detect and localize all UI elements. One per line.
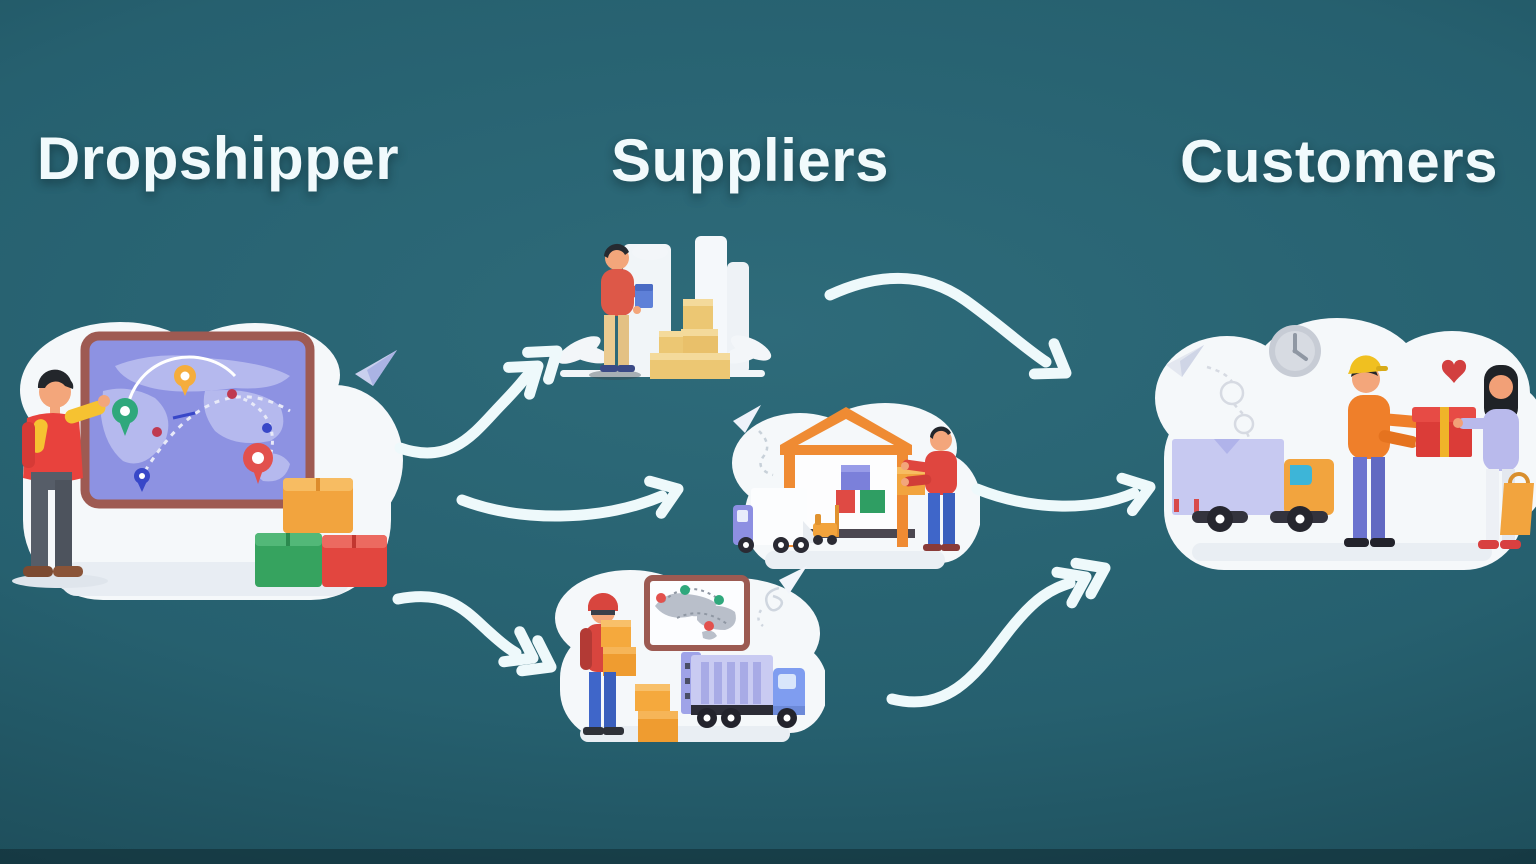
- supplier-bottom-scene: [555, 566, 825, 742]
- paper-plane-icon: [1166, 345, 1255, 454]
- supplier-middle-scene: [732, 403, 980, 569]
- clock-icon: [1269, 325, 1321, 377]
- courier-person-icon: [580, 592, 636, 735]
- delivery-truck-icon: [1172, 439, 1334, 532]
- parcel-box-icon: [635, 684, 678, 742]
- supplier-top-scene: [557, 236, 772, 380]
- arrow-dropshipper-to-supplier-middle: [456, 475, 684, 522]
- arrow-supplier-top-to-customers: [824, 272, 1072, 380]
- map-continents: [655, 593, 736, 640]
- forklift-icon: [813, 505, 839, 545]
- arrow-dropshipper-to-supplier-top: [394, 345, 563, 459]
- dropshipper-scene: [12, 322, 403, 600]
- paper-plane-icon: [757, 566, 807, 627]
- customers-scene: [1155, 318, 1536, 570]
- loader-person-icon: [897, 426, 960, 551]
- world-map-board-icon: [644, 575, 750, 651]
- cargo-truck-icon: [681, 652, 805, 728]
- location-pin-icon: [656, 585, 724, 631]
- supplier-person-icon: [589, 243, 653, 380]
- arrow-supplier-bottom-to-customers: [886, 557, 1111, 708]
- bottom-letterbox: [0, 849, 1536, 864]
- parcel-box-icon: [255, 478, 387, 587]
- customers-title: Customers: [1180, 128, 1498, 195]
- world-map-board-icon: [80, 331, 315, 509]
- map-routes: [125, 355, 291, 472]
- warehouse-icon: [780, 407, 915, 547]
- stacked-parcels-icon: [650, 299, 730, 379]
- plant-icon: [557, 335, 772, 364]
- dropshipper-title: Dropshipper: [36, 125, 400, 192]
- suppliers-title: Suppliers: [611, 127, 889, 194]
- parcel-box-icon: [836, 465, 885, 513]
- pointing-person-icon: [12, 369, 110, 588]
- arrow-dropshipper-to-supplier-bottom: [392, 591, 557, 677]
- delivery-person-icon: [1344, 355, 1430, 547]
- shopping-bag-icon: [1500, 472, 1534, 535]
- gift-box-icon: [1412, 407, 1476, 457]
- arrow-supplier-middle-to-customers: [971, 472, 1156, 517]
- location-pin-icon: [112, 365, 273, 492]
- paper-plane-icon: [733, 405, 774, 477]
- customer-person-icon: [1453, 365, 1534, 549]
- heart-icon: [1441, 359, 1467, 383]
- paper-plane-icon: [355, 350, 397, 386]
